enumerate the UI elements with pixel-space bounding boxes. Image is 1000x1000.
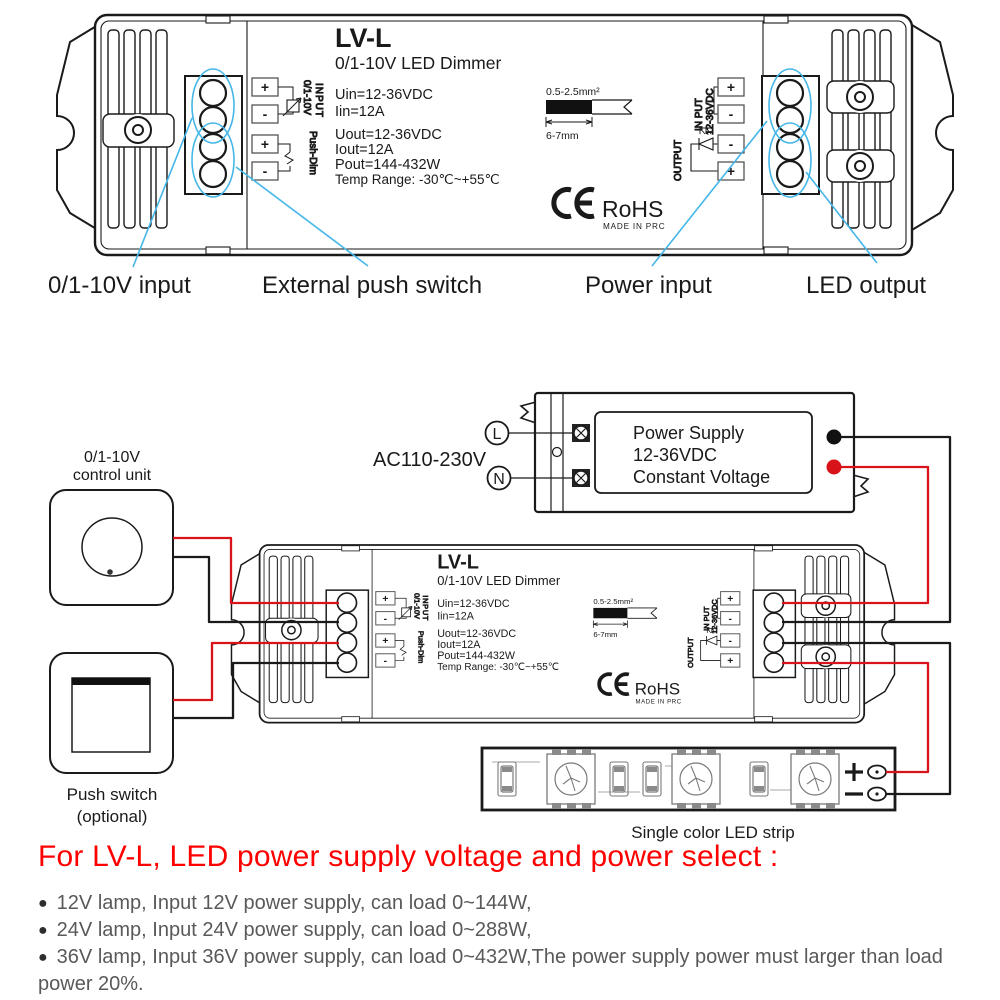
bullet-icon: ● [38,922,48,939]
callout-highlights [132,68,878,268]
led-strip-label: Single color LED strip [631,823,794,842]
neutral-terminal-letter: N [493,471,505,488]
psu-line2: 12-36VDC [633,445,717,465]
ac-voltage-label: AC110-230V [373,449,487,471]
led-strip: Single color LED strip [480,746,897,842]
callout-power-label: Power input [585,272,712,299]
wire-psu-black [782,435,952,624]
control-unit: 0/1-10V control unit [49,449,174,606]
wired-dimmer-view [229,543,897,725]
psu-dc-positive-dot [826,459,842,475]
callout-labels: 0/1-10V input External push switch Power… [48,272,926,299]
control-unit-label-line2: control unit [73,467,152,484]
knob-indicator-dot [107,569,113,575]
push-switch: Push switch (optional) [49,652,174,826]
psu-mount-ear [852,474,870,498]
bullet-icon: ● [38,895,48,912]
neutral-terminal-circle [486,465,512,491]
note-text: 36V lamp, Input 36V power supply, can lo… [38,946,943,995]
notes-heading: For LV-L, LED power supply voltage and p… [38,840,779,873]
psu-dc-negative-dot [826,429,842,445]
wire-push-black [173,661,339,720]
psu-line1: Power Supply [633,423,744,443]
ac-screw-terminal [572,469,590,487]
control-unit-body [49,489,174,606]
strip-plus-icon [845,763,863,781]
callout-push-label: External push switch [262,272,482,299]
psu-label-text: Power Supply 12-36VDC Constant Voltage [633,423,770,487]
psu-line3: Constant Voltage [633,467,770,487]
top-dimmer-view [57,15,953,255]
callout-led-label: LED output [806,272,926,299]
note-item-36v: ●36V lamp, Input 36V power supply, can l… [38,944,964,998]
wiring-diagram-svg: + - + - 0/1-10V INPUT Push-Dim LV-L 0/1-… [48,0,1000,842]
note-item-12v: ● 12V lamp, Input 12V power supply, can l… [38,890,964,917]
wires [173,435,952,796]
wire-output-black [782,641,952,796]
wire-control-red [173,536,339,605]
wire-push-red [173,641,339,702]
notes-section: For LV-L, LED power supply voltage and p… [38,840,964,998]
control-unit-label-line1: 0/1-10V [84,449,140,466]
note-text: 12V lamp, Input 12V power supply, can lo… [56,892,532,914]
wire-control-black [173,555,339,624]
note-text: 24V lamp, Input 24V power supply, can lo… [56,919,532,941]
power-supply-unit: Power Supply 12-36VDC Constant Voltage [519,391,870,514]
push-switch-button [71,677,151,753]
psu-label-plate [594,411,813,494]
psu-mount-ear [519,401,537,424]
push-switch-label-line2: (optional) [77,807,148,826]
note-item-24v: ● 24V lamp, Input 24V power supply, can l… [38,917,964,944]
ac-screw-terminal [572,424,590,442]
push-switch-label-line1: Push switch [67,785,158,804]
line-terminal-circle [484,420,510,446]
callout-input-label: 0/1-10V input [48,272,191,299]
wire-output-red [782,661,930,774]
line-terminal-letter: L [493,426,502,443]
control-knob [81,517,143,577]
ac-source: L N AC110-230V [373,420,572,491]
wire-psu-red [782,465,930,605]
push-switch-button-bar [72,678,150,685]
bullet-icon: ● [38,949,48,966]
